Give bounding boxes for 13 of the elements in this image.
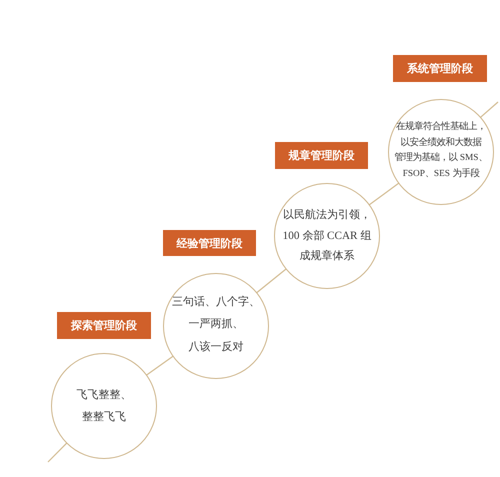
description-text: 飞飞整整、整整飞飞 xyxy=(76,388,132,424)
stage-banner: 探索管理阶段 xyxy=(57,312,151,339)
description-text: 在规章符合性基础上，以安全绩效和大数据管理为基础，以 SMS、FSOP、SES 为手段 xyxy=(394,120,488,180)
stage-banner: 系统管理阶段 xyxy=(393,55,487,82)
connector-line xyxy=(368,182,400,206)
stage-banner: 经验管理阶段 xyxy=(163,230,256,256)
description-text: 以民航法为引领，100 余部 CCAR 组成规章体系 xyxy=(282,208,372,264)
connector-line xyxy=(48,442,68,462)
description-text: 三句话、八个字、一严两抓、八该一反对 xyxy=(171,294,261,355)
stage-banner: 规章管理阶段 xyxy=(275,142,368,169)
connector-line xyxy=(480,102,498,118)
connector-line xyxy=(256,268,287,294)
connector-line xyxy=(146,355,174,376)
